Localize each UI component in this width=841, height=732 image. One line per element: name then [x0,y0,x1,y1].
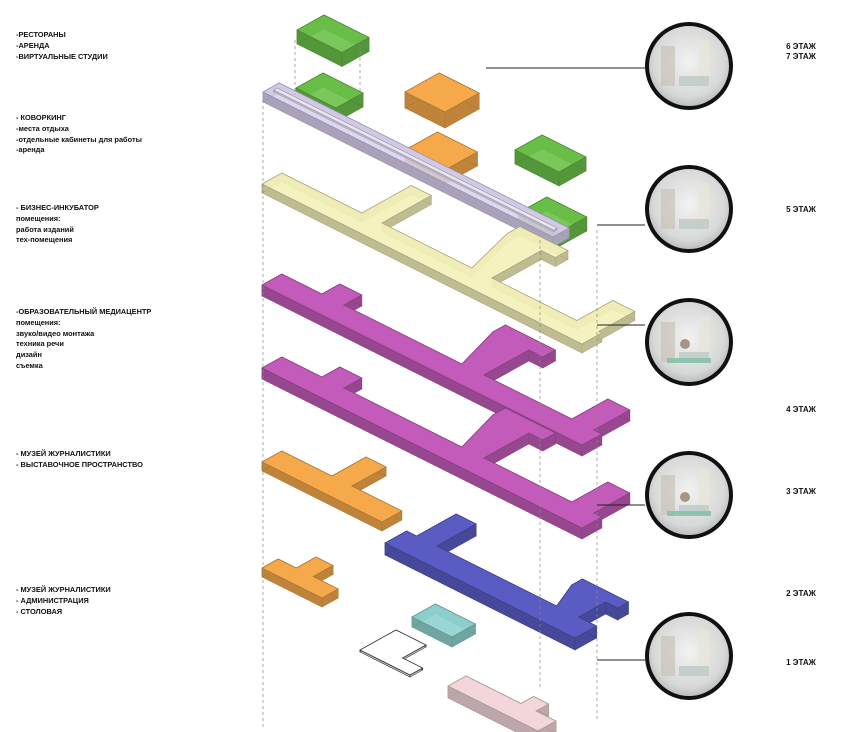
floor-label-floor-4: 4 ЭТАЖ [768,405,834,415]
function-label-line: звуко/видео монтажа [16,328,95,338]
floor-label-floor-1: 1 ЭТАЖ [768,658,834,668]
function-label-line: - СТОЛОВАЯ [16,606,63,616]
orange-plate-2-top [261,450,403,523]
lavender-bar-inner [272,87,559,233]
white-plate [359,629,427,678]
function-label-line: помещения: [16,317,61,327]
function-label-line: тех-помещения [16,235,73,245]
function-label-line: -АРЕНДА [16,40,50,50]
interior-photo-circle [645,165,733,253]
function-label-line: - КОВОРКИНГ [16,113,66,122]
interior-photo-circle [645,22,733,110]
yellow-plate [261,172,636,354]
function-label-coworking: - КОВОРКИНГ-места отдыха-отдельные кабин… [16,113,142,156]
floor-label-floor-3: 3 ЭТАЖ [768,487,834,497]
pink-plate-top [447,675,557,732]
magenta-plate-lower [261,356,631,540]
floor-label-line: 6 ЭТАЖ [786,42,816,51]
floor-label-floor-2: 2 ЭТАЖ [768,589,834,599]
function-label-line: - МУЗЕЙ ЖУРНАЛИСТИКИ [16,585,111,594]
blue-plate-side [384,542,576,651]
green-box-3-top [514,134,587,173]
floor-label-floor-5: 5 ЭТАЖ [768,205,834,215]
function-label-museum-admin: - МУЗЕЙ ЖУРНАЛИСТИКИ- АДМИНИСТРАЦИЯ- СТО… [16,585,111,617]
green-box-top [296,14,370,68]
function-label-line: -РЕСТОРАНЫ [16,30,66,39]
function-label-line: помещения: [16,213,61,223]
function-label-museum-exhibit: - МУЗЕЙ ЖУРНАЛИСТИКИ- ВЫСТАВОЧНОЕ ПРОСТР… [16,449,143,471]
function-label-line: -ВИРТУАЛЬНЫЕ СТУДИИ [16,51,108,61]
blue-plate [384,513,630,651]
floor-label-line: 7 ЭТАЖ [786,52,816,61]
yellow-plate-top [261,172,636,345]
orange-plate-1 [261,556,340,608]
pink-plate [447,675,557,732]
orange-plate-2 [261,450,403,532]
function-label-line: - АДМИНИСТРАЦИЯ [16,595,89,605]
floor-label-line: 2 ЭТАЖ [786,589,816,598]
function-label-line: - БИЗНЕС-ИНКУБАТОР [16,203,99,212]
magenta-plate-upper [261,273,631,457]
function-label-line: работа изданий [16,224,74,234]
green-box-3 [514,134,587,187]
lavender-bar-inner-top [272,87,559,231]
function-label-line: -аренда [16,145,45,155]
orange-plate-1-top [261,556,340,599]
green-box-2-top [295,72,364,109]
magenta-plate-upper-top [261,273,631,446]
interior-photo-circle [645,612,733,700]
interior-photo-circle [645,298,733,386]
interior-photo-circle [645,451,733,539]
function-label-restaurants: -РЕСТОРАНЫ-АРЕНДА-ВИРТУАЛЬНЫЕ СТУДИИ [16,30,108,62]
magenta-plate-lower-top [261,356,631,529]
floor-label-line: 4 ЭТАЖ [786,405,816,414]
function-label-line: -отдельные кабинеты для работы [16,134,142,144]
function-label-line: дизайн [16,350,42,360]
function-label-line: съемка [16,360,43,370]
function-label-line: -ОБРАЗОВАТЕЛЬНЫЙ МЕДИАЦЕНТР [16,307,152,316]
orange-box-1-top [404,72,481,113]
blue-plate-top [384,513,630,639]
teal-box [411,603,477,648]
green-box-top-top [296,14,370,53]
orange-box-1 [404,72,481,129]
function-label-line: - ВЫСТАВОЧНОЕ ПРОСТРАНСТВО [16,459,143,469]
teal-box-top [411,603,477,638]
white-plate-top [359,629,427,676]
function-label-line: -места отдыха [16,123,69,133]
lavender-bar-side [262,91,554,248]
floor-label-line: 5 ЭТАЖ [786,205,816,214]
function-label-line: техника речи [16,339,64,349]
function-label-line: - МУЗЕЙ ЖУРНАЛИСТИКИ [16,449,111,458]
floor-label-line: 3 ЭТАЖ [786,487,816,496]
magenta-plate-lower-side [261,367,583,540]
floor-label-line: 1 ЭТАЖ [786,658,816,667]
